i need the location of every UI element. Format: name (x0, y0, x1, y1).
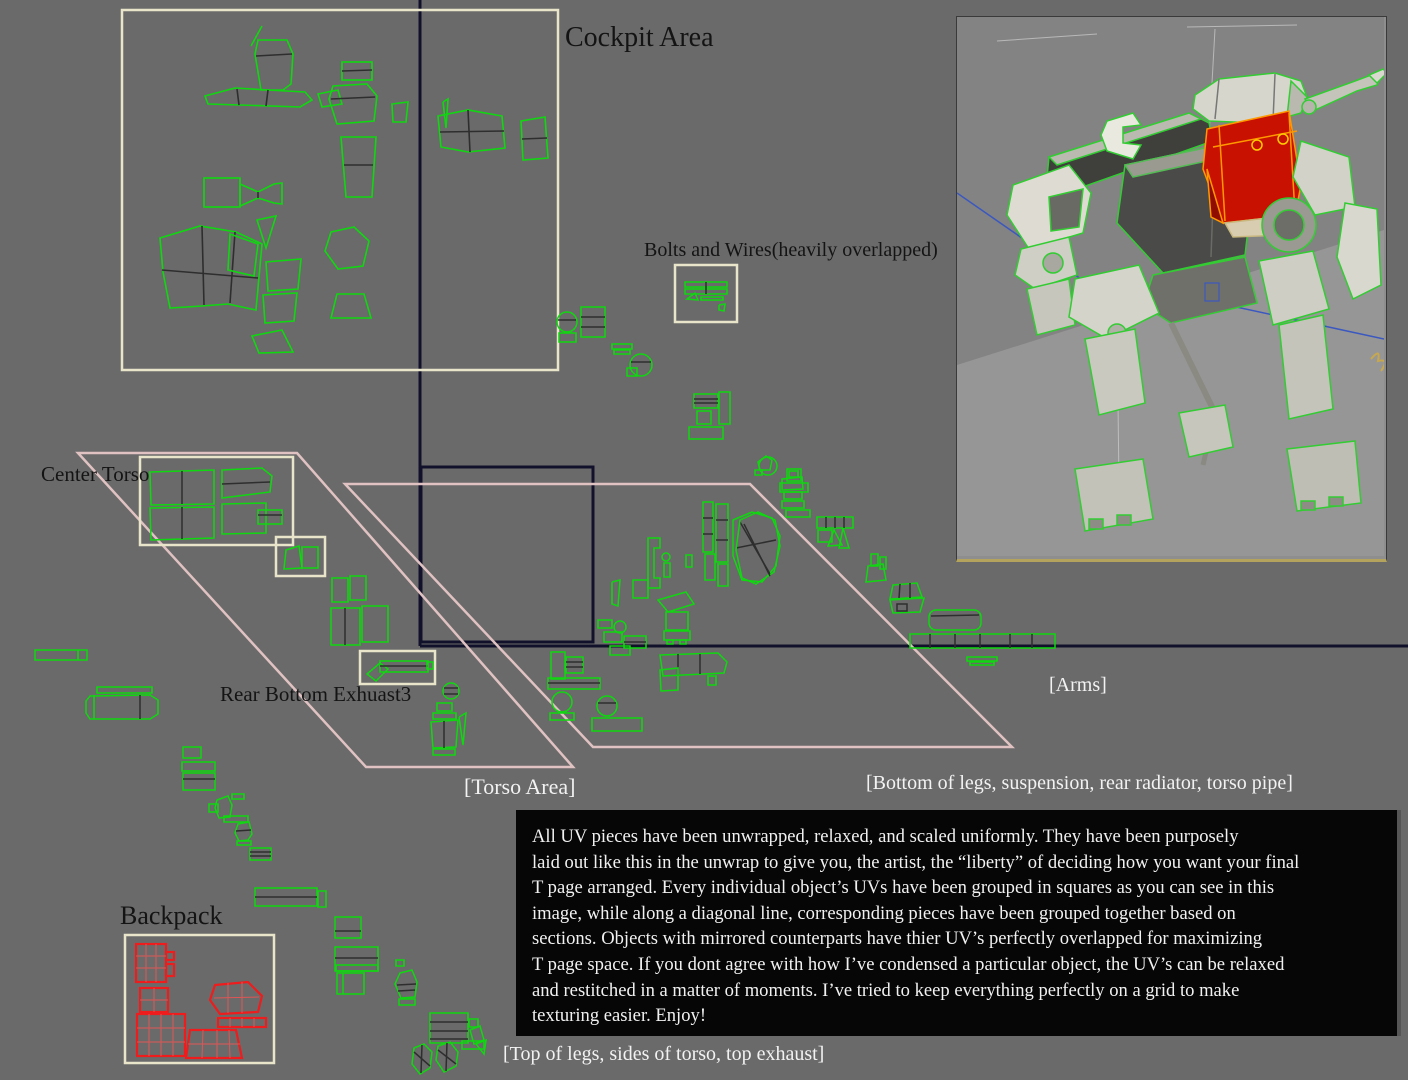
note-line: All UV pieces have been unwrapped, relax… (532, 826, 1239, 847)
annotation-boxes (120, 8, 739, 1065)
center-torso-small-box (274, 535, 327, 578)
note-line: texturing easier. Enjoy! (532, 1005, 707, 1027)
mech-model (1006, 68, 1389, 532)
label-center-torso: Center Torso (41, 462, 150, 486)
cockpit-area-box (120, 8, 560, 372)
group-outlines-pink (75, 451, 1016, 769)
uv-tile-frame-lines (418, 0, 1408, 648)
label-arms: [Arms] (1049, 674, 1107, 696)
note-line: sections. Objects with mirrored counterp… (532, 928, 1263, 950)
3d-viewport[interactable] (956, 16, 1389, 562)
artist-note-box: All UV pieces have been unwrapped, relax… (516, 810, 1401, 1036)
selected-backpack-object (1202, 110, 1302, 225)
uv-pieces-arms[interactable] (735, 455, 1056, 666)
bolts-wires-box (673, 263, 739, 324)
uv-pieces-backpack-selected[interactable] (134, 942, 268, 1060)
label-bottom-of-legs: [Bottom of legs, suspension, rear radiat… (866, 772, 1293, 794)
uv-pieces-bolts-wires[interactable] (684, 281, 728, 312)
label-top-of-legs: [Top of legs, sides of torso, top exhaus… (503, 1043, 825, 1065)
label-backpack: Backpack (120, 901, 223, 930)
uv-pieces-scattered-upper[interactable] (556, 306, 809, 493)
center-torso-box (138, 455, 295, 547)
rear-exhaust-box (358, 649, 437, 686)
note-line: laid out like this in the unwrap to give… (532, 851, 1300, 873)
note-line: image, while along a diagonal line, corr… (532, 902, 1236, 924)
note-line: and restitched in a matter of moments. I… (532, 979, 1240, 1001)
label-cockpit-area: Cockpit Area (565, 22, 714, 53)
label-bolts-and-wires: Bolts and Wires(heavily overlapped) (644, 239, 938, 261)
note-line: T page space. If you dont agree with how… (532, 953, 1285, 975)
note-line: T page arranged. Every individual object… (532, 877, 1275, 899)
label-rear-bottom-exhaust: Rear Bottom Exhuast3 (220, 682, 412, 706)
uv-pieces-cockpit[interactable] (159, 25, 549, 354)
label-torso-area: [Torso Area] (464, 774, 576, 799)
backpack-box (123, 933, 276, 1065)
uv-pieces-backpack-chain[interactable] (34, 649, 487, 1075)
mech-render (956, 17, 1389, 556)
